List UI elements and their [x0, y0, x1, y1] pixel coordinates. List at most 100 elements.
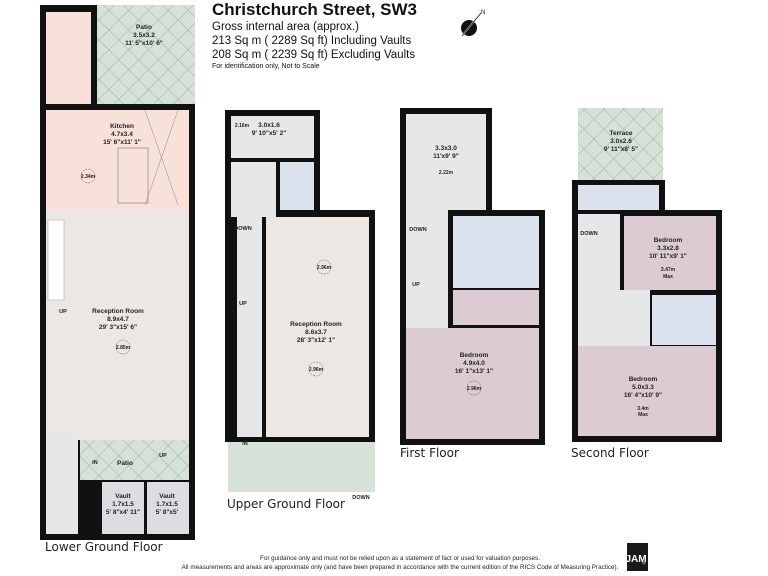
bathroom [453, 216, 539, 288]
disclaimer: For guidance only and must not be relied… [150, 554, 650, 572]
patio-front [80, 440, 189, 480]
room-label: Patio [136, 24, 152, 31]
landing [578, 214, 620, 346]
plan-shape [47, 219, 65, 301]
room-label: 3.5x3.2 [133, 32, 155, 39]
lower-ground-floor-label: Lower Ground Floor [45, 540, 163, 554]
room-label: DOWN [352, 495, 369, 501]
room-label: 2.16m [235, 123, 250, 129]
front-garden [228, 442, 375, 492]
plan-shape [144, 109, 179, 206]
room-label: 5' 8"x5' [156, 509, 179, 516]
room-label: 1.7x1.5 [156, 501, 178, 508]
room-label: UP [412, 282, 420, 288]
area-including-vaults: 213 Sq m ( 2289 Sq ft) Including Vaults [212, 35, 412, 47]
plan-shape [46, 12, 91, 108]
jam-logo: JAM [625, 543, 648, 571]
room-label: UP [239, 301, 247, 307]
north-label: N [481, 10, 485, 16]
room-label: DOWN [234, 226, 251, 232]
area-excluding-vaults: 208 Sq m ( 2239 Sq ft) Excluding Vaults [212, 49, 416, 61]
study [231, 116, 314, 158]
room-label: Max [638, 412, 648, 418]
room-label: 9' 10"x5' 2" [252, 130, 287, 137]
room-3x3 [406, 114, 486, 210]
bedroom [406, 328, 539, 439]
landing [406, 210, 448, 328]
room-label: 15' 6"x11' 1" [103, 139, 141, 146]
page-title: Christchurch Street, SW3 [212, 0, 417, 19]
room-label: 3.47m [661, 267, 676, 273]
shower-room [578, 185, 659, 210]
room-label: 1.7x1.5 [112, 501, 134, 508]
kitchen [46, 110, 189, 210]
room-label: 3.3x3.0 [435, 145, 457, 152]
room-label: 16' 1"x13' 1" [455, 368, 493, 375]
room-label: Reception Room [92, 308, 144, 315]
patio-top [97, 5, 195, 105]
plan-shape [231, 162, 276, 217]
terrace [578, 108, 663, 180]
room-label: 4.7x3.4 [111, 131, 133, 138]
header: Christchurch Street, SW3 Gross internal … [212, 0, 417, 72]
disclaimer-line-1: For guidance only and must not be relied… [259, 555, 541, 562]
room-label: Vault [159, 493, 175, 500]
room-label: 11' 5"x10' 6" [125, 40, 163, 47]
room-label: 16' 4"x10' 9" [624, 392, 662, 399]
second-floor-label: Second Floor [571, 446, 649, 460]
vault-2 [147, 482, 189, 534]
room-label: DOWN [409, 227, 426, 233]
plan-shape [461, 12, 482, 37]
room-label: 4.9x4.0 [463, 360, 485, 367]
second-floor-plan: Terrace 3.0x2.6 9' 11"x8' 5" DOWN Bedroo… [572, 108, 722, 442]
room-label: DOWN [580, 231, 597, 237]
room-label: Vault [115, 493, 131, 500]
plan-shape [308, 361, 324, 377]
room-label: Patio [117, 460, 133, 467]
room-label: 8.9x4.7 [107, 316, 129, 323]
wc [280, 162, 314, 210]
reception-room [266, 217, 369, 437]
room-label: 2.85m [116, 345, 131, 351]
room-label: 3.4m [637, 406, 649, 412]
room-label: 11'x9' 9" [433, 153, 459, 160]
gross-area-label: Gross internal area (approx.) [212, 21, 360, 33]
room-label: Kitchen [110, 123, 134, 130]
room-label: 3.3x2.8 [657, 245, 679, 252]
bedroom-2 [578, 346, 716, 436]
plan-shape [80, 168, 96, 184]
scale-note: For identification only, Not to Scale [212, 63, 320, 70]
upper-ground-floor-plan: 3.0x1.6 9' 10"x5' 2" 2.16m DOWN UP 2.96m… [225, 110, 375, 501]
room-label: 5.0x3.3 [632, 384, 654, 391]
reception-room [46, 210, 189, 440]
room-label: 3.0x2.6 [610, 138, 632, 145]
room-label: 8.6x3.7 [305, 329, 327, 336]
upper-ground-floor-label: Upper Ground Floor [227, 497, 345, 511]
room-label: 2.96m [467, 386, 482, 392]
room-label: Max [663, 274, 673, 280]
room-label: Bedroom [654, 237, 683, 244]
room-label: Bedroom [629, 376, 658, 383]
room-label: 2.34m [81, 174, 96, 180]
plan-shape [466, 380, 482, 396]
vault-1 [102, 482, 144, 534]
room-label: 2.96m [309, 367, 324, 373]
room-label: Terrace [609, 130, 632, 137]
lower-ground-floor-plan: Patio 3.5x3.2 11' 5"x10' 6" Kitchen 4.7x… [40, 5, 195, 540]
plan-shape [316, 259, 332, 275]
first-floor-plan: 3.3x3.0 11'x9' 9" 2.22m DOWN UP Bedroom … [400, 108, 545, 445]
room-label: 5' 8"x4' 11" [106, 509, 140, 516]
room-label: 9' 11"x8' 5" [604, 146, 638, 153]
room-label: Bedroom [460, 352, 489, 359]
hallway [237, 217, 262, 437]
room-label: IN [242, 441, 248, 447]
plan-shape [627, 543, 648, 571]
room-label: IN [92, 460, 98, 466]
room-label: UP [159, 453, 167, 459]
room-label: JAM [625, 554, 646, 565]
plan-shape [620, 290, 650, 346]
room-label: Reception Room [290, 321, 342, 328]
room-label: 3.0x1.6 [258, 122, 280, 129]
room-label: UP [59, 309, 67, 315]
